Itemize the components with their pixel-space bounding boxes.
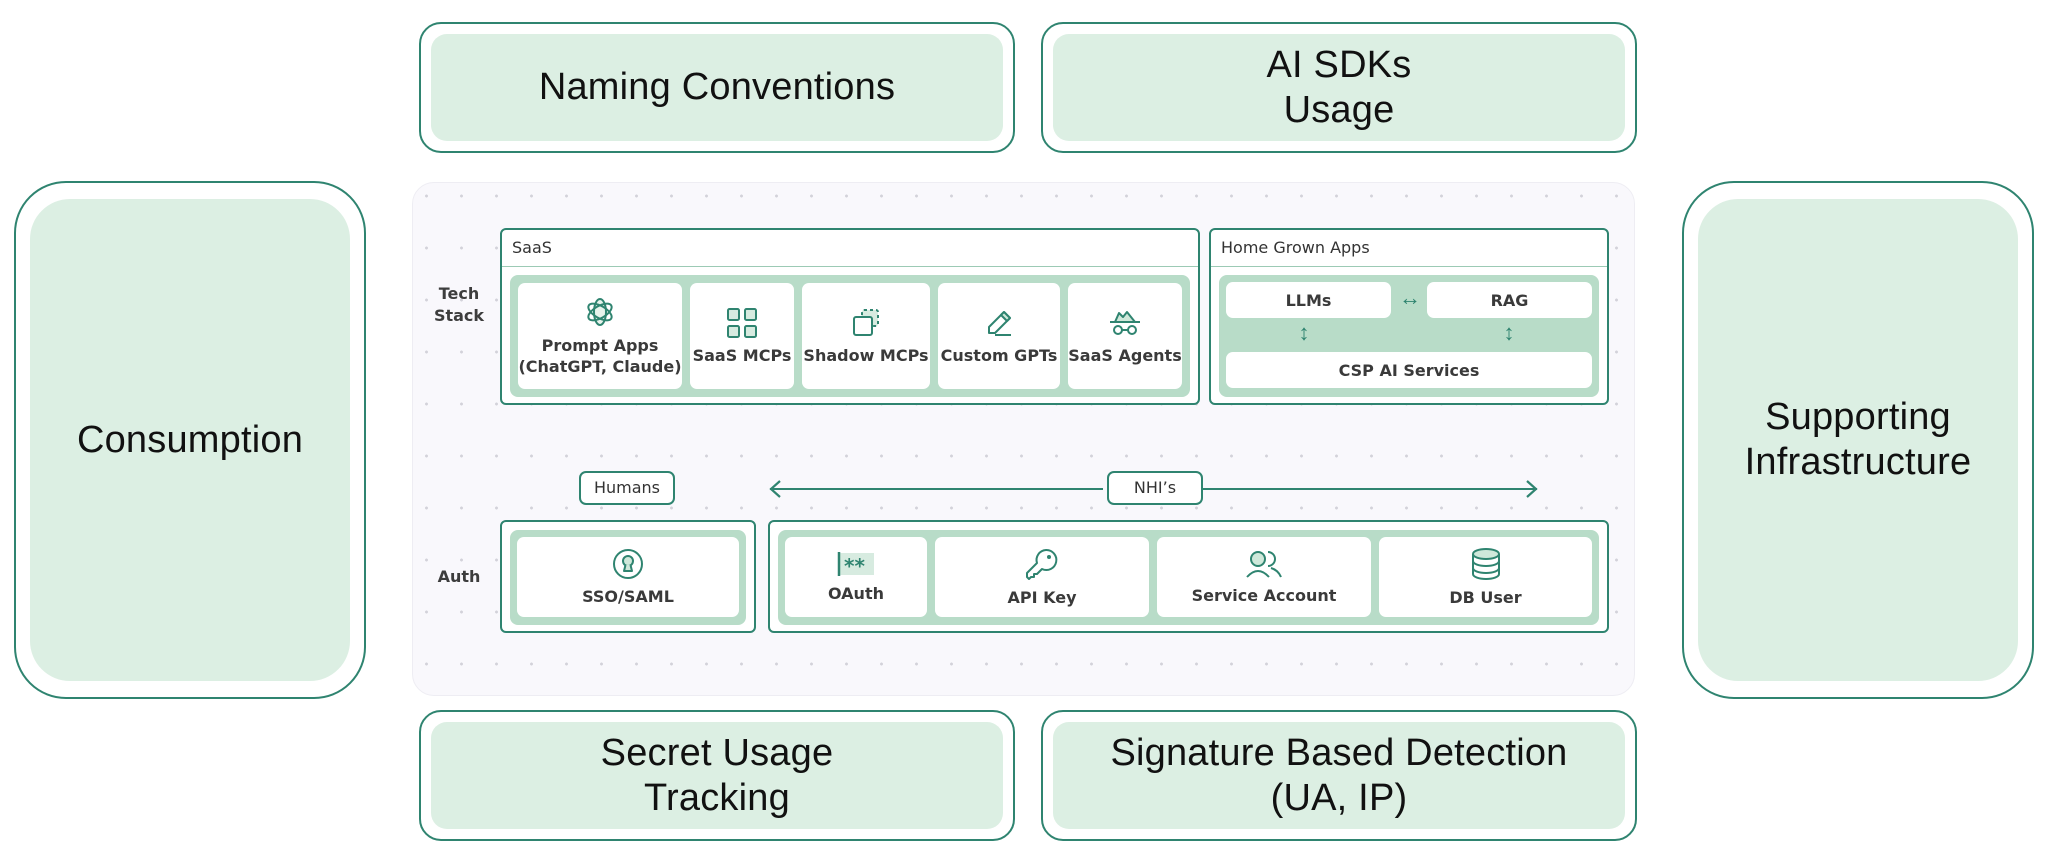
nhi-arrow-left-line <box>770 488 1103 490</box>
auth-item-label: API Key <box>1007 587 1077 607</box>
rag-card: RAG <box>1427 282 1592 318</box>
humans-label: Humans <box>579 471 675 505</box>
csp-ai-services-card: CSP AI Services <box>1226 352 1592 388</box>
auth-item-label: OAuth <box>828 583 884 603</box>
auth-item-oauth: ** OAuth <box>785 537 927 617</box>
auth-item-service-account: Service Account <box>1157 537 1371 617</box>
signature-based-detection-label: Signature Based Detection (UA, IP) <box>1110 731 1568 819</box>
home-grown-apps-group: Home Grown Apps LLMs ↔ RAG ↕ ↕ CSP AI Se… <box>1209 228 1609 405</box>
ai-sdks-usage-box: AI SDKs Usage <box>1041 22 1637 153</box>
saas-item-label: Custom GPTs <box>940 345 1058 365</box>
password-icon: ** <box>837 551 874 577</box>
auth-item-label: SSO/SAML <box>582 586 674 606</box>
database-icon <box>1471 547 1500 580</box>
auth-item-sso-saml: SSO/SAML <box>517 537 739 617</box>
ai-sdks-usage-label: AI SDKs Usage <box>1266 43 1412 131</box>
saas-item-custom-gpts: Custom GPTs <box>938 283 1060 389</box>
saas-item-label: SaaS MCPs <box>692 345 792 365</box>
auth-row-label: Auth <box>437 567 481 586</box>
arrow-right-icon <box>1526 480 1538 498</box>
naming-conventions-label: Naming Conventions <box>538 66 896 108</box>
saas-item-label: Shadow MCPs <box>803 345 929 365</box>
llms-label: LLMs <box>1285 290 1332 310</box>
openai-logo-icon <box>587 298 613 326</box>
consumption-label: Consumption <box>76 418 304 461</box>
bidirectional-vertical-arrow-icon: ↕ <box>1503 320 1515 345</box>
naming-conventions-box: Naming Conventions <box>419 22 1015 153</box>
rag-label: RAG <box>1490 290 1529 310</box>
supporting-infrastructure-box: Supporting Infrastructure <box>1682 181 2034 699</box>
nhi-auth-group: ** OAuth API Key Service Account <box>768 520 1609 633</box>
shadow-square-icon <box>853 308 879 336</box>
svg-text:**: ** <box>844 554 865 577</box>
signature-based-detection-box: Signature Based Detection (UA, IP) <box>1041 710 1637 841</box>
nhi-auth-band: ** OAuth API Key Service Account <box>778 530 1599 625</box>
secret-usage-tracking-label: Secret Usage Tracking <box>600 731 834 819</box>
saas-item-saas-mcps: SaaS MCPs <box>690 283 794 389</box>
human-auth-group: SSO/SAML <box>500 520 756 633</box>
secret-usage-tracking-box: Secret Usage Tracking <box>419 710 1015 841</box>
csp-ai-services-label: CSP AI Services <box>1338 360 1480 380</box>
supporting-infrastructure-label: Supporting Infrastructure <box>1744 396 1972 483</box>
arrow-left-icon <box>769 480 781 498</box>
home-grown-apps-title: Home Grown Apps <box>1211 230 1607 267</box>
key-icon <box>1026 548 1058 580</box>
saas-item-label: SaaS Agents <box>1068 345 1182 365</box>
bidirectional-horizontal-arrow-icon: ↔ <box>1399 285 1421 310</box>
home-grown-band: LLMs ↔ RAG ↕ ↕ CSP AI Services <box>1219 275 1599 397</box>
keyhole-icon <box>613 548 643 579</box>
central-panel: Tech Stack Auth SaaS Prompt Apps (ChatGP… <box>412 182 1635 696</box>
nhi-arrow-right-line <box>1203 488 1537 490</box>
saas-group: SaaS Prompt Apps (ChatGPT, Claude) <box>500 228 1200 405</box>
auth-item-db-user: DB User <box>1379 537 1592 617</box>
llms-card: LLMs <box>1226 282 1391 318</box>
grid-icon <box>727 307 757 338</box>
human-auth-band: SSO/SAML <box>510 530 746 625</box>
auth-item-label: DB User <box>1449 587 1522 607</box>
saas-item-label: Prompt Apps (ChatGPT, Claude) <box>518 336 682 376</box>
saas-item-shadow-mcps: Shadow MCPs <box>802 283 930 389</box>
consumption-box: Consumption <box>14 181 366 699</box>
pencil-icon <box>988 310 1011 336</box>
auth-item-label: Service Account <box>1191 585 1337 605</box>
saas-group-title: SaaS <box>502 230 1198 267</box>
users-icon <box>1246 550 1282 578</box>
auth-item-api-key: API Key <box>935 537 1149 617</box>
tech-stack-row-label: Tech Stack <box>433 284 485 325</box>
incognito-icon <box>1110 310 1140 335</box>
bidirectional-vertical-arrow-icon: ↕ <box>1298 320 1310 345</box>
nhis-label: NHI’s <box>1107 471 1203 505</box>
saas-item-prompt-apps: Prompt Apps (ChatGPT, Claude) <box>518 283 682 389</box>
saas-band: Prompt Apps (ChatGPT, Claude) SaaS MCPs <box>510 275 1190 397</box>
saas-item-saas-agents: SaaS Agents <box>1068 283 1182 389</box>
